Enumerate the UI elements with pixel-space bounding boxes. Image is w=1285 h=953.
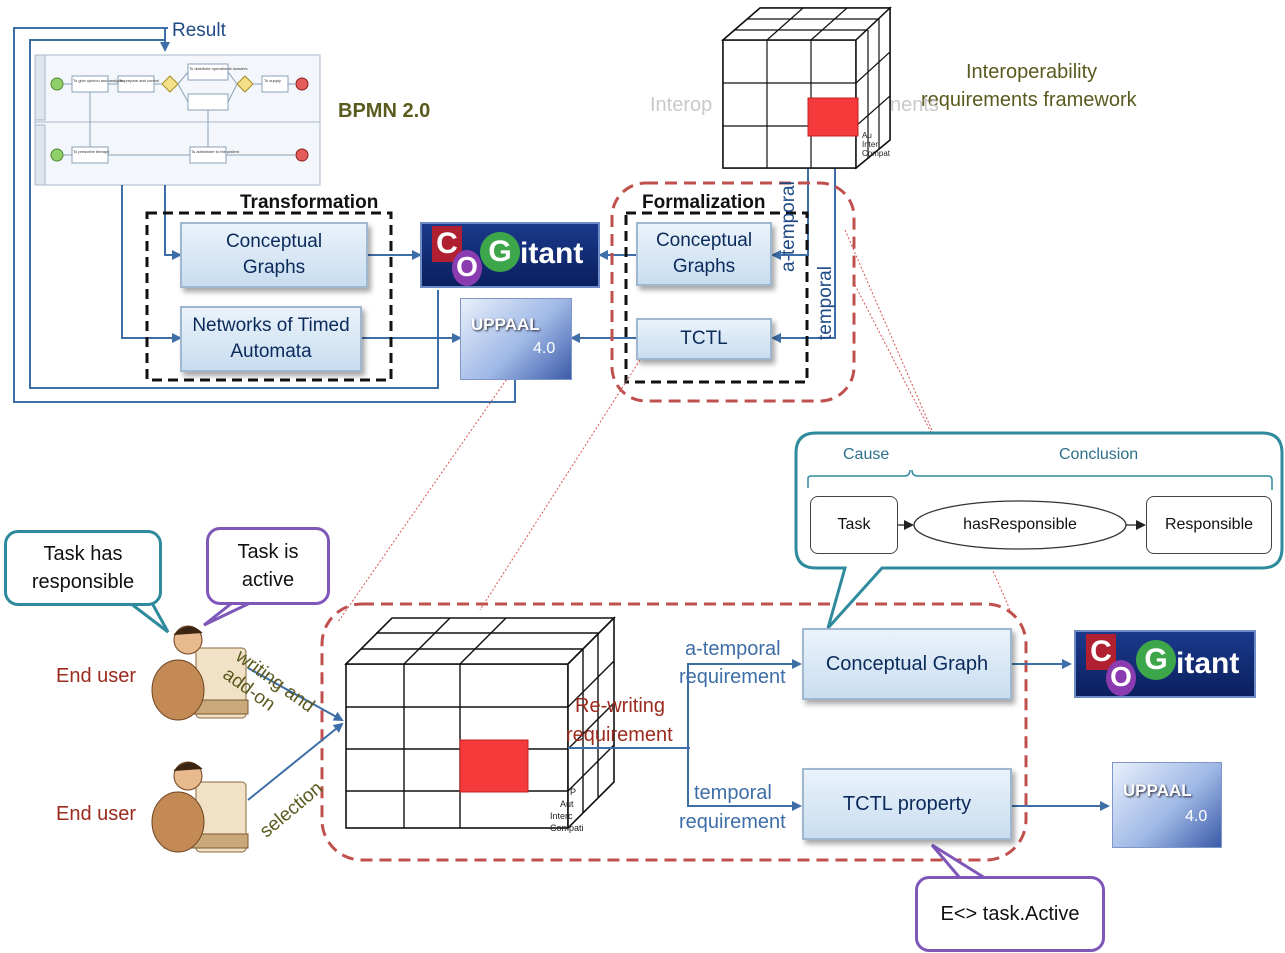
bottom-flow-arrows (247, 659, 1110, 811)
bottom-framework-cube (344, 616, 616, 830)
uppaal-version: 4.0 (533, 340, 556, 357)
top-cube-legend: Au Inter Compat (862, 131, 890, 158)
uppaal-name-bottom: UPPAAL (1123, 781, 1192, 800)
formalization-group (624, 211, 809, 384)
transformation-title: Transformation (240, 192, 379, 213)
uppaal-version-bottom: 4.0 (1185, 808, 1208, 825)
atemporal-label-2: requirement (679, 666, 786, 688)
end-user-figure-1 (151, 625, 249, 721)
bubble-tail-purple (203, 601, 251, 627)
rule-node-relation: hasResponsible (963, 516, 1077, 533)
atemporal-label-1: a-temporal (685, 638, 781, 660)
bottom-legend-2: Aut (560, 799, 574, 809)
cogitant-o-bottom: O (1106, 660, 1136, 696)
cogitant-text-bottom: itant (1176, 647, 1240, 680)
formalization-title: Formalization (642, 192, 766, 213)
cogitant-text: itant (520, 237, 584, 270)
bpmn-task-4: To supply (264, 78, 281, 83)
conceptual-graphs-box-left: Conceptual Graphs (180, 222, 368, 288)
top-cube-highlight (807, 97, 859, 137)
detail-region (320, 602, 1028, 862)
bubble-task-is-active: Task is active (206, 527, 330, 605)
framework-title-line1: Interoperability (966, 61, 1098, 83)
end-user-label-1: End user (56, 665, 137, 687)
bottom-legend-3: Interc (550, 811, 573, 821)
top-legend-3: Compat (862, 149, 891, 158)
rule-node-task: Task (810, 496, 898, 554)
bubble-tail-formula (930, 843, 986, 880)
bottom-legend-1: P (570, 787, 577, 797)
temporal-label-1: temporal (694, 782, 772, 804)
vertical-atemporal-label: a-temporal (778, 181, 799, 272)
cogitant-o: O (452, 250, 482, 286)
formalization-zoom-region (610, 181, 856, 403)
uppaal-logo-bottom: UPPAAL 4.0 (1112, 762, 1222, 848)
bottom-legend-4: Compati (550, 823, 584, 833)
bpmn-transform-arrows (121, 165, 836, 343)
rewriting-label-1: Re-writing (575, 695, 666, 717)
cogitant-logo-top: C O G itant (420, 222, 600, 288)
conceptual-graphs-box-right: Conceptual Graphs (636, 222, 772, 286)
bpmn-label: BPMN 2.0 (338, 100, 431, 122)
bubble-task-has-responsible: Task has responsible (4, 530, 162, 606)
bpmn-task-1: To give opinion and analyses (73, 78, 125, 83)
uppaal-name: UPPAAL (471, 315, 540, 334)
end-user-label-2: End user (56, 803, 137, 825)
cogitant-logo-bottom: C O G itant (1074, 630, 1256, 698)
temporal-label-2: requirement (679, 811, 786, 833)
uppaal-logo-top: UPPAAL 4.0 (460, 298, 572, 380)
bottom-cube-legend: P Aut Interc Compati (550, 786, 584, 834)
bottom-cube-grid (346, 617, 615, 828)
transformation-group (145, 211, 393, 382)
bpmn-task-5: To prescribe therapy (73, 149, 110, 154)
framework-title-line2: requirements framework (921, 89, 1137, 111)
bubble-tctl-formula: E<> task.Active (915, 876, 1105, 952)
end-user-figure-2 (151, 761, 249, 853)
tctl-property-box: TCTL property (802, 768, 1012, 840)
result-label: Result (172, 20, 226, 41)
rule-conclusion-label: Conclusion (1059, 446, 1139, 463)
top-legend-2: Inter (862, 140, 879, 149)
bpmn-task-2: To prepare and control (119, 78, 160, 83)
bpmn-diagram (34, 54, 321, 186)
bubble-tail-teal (129, 601, 170, 634)
cogitant-g: G (480, 232, 520, 272)
rewriting-label-2: requirement (566, 724, 673, 746)
networks-timed-automata-box: Networks of Timed Automata (180, 306, 362, 372)
top-legend-1: Au (862, 131, 872, 140)
conceptual-graph-box: Conceptual Graph (802, 628, 1012, 700)
bottom-cube-highlight (459, 739, 529, 793)
bpmn-task-3: To distribute operational dossiers (189, 66, 248, 71)
result-feedback-loops (13, 27, 516, 403)
framework-ghost-right: nents (890, 94, 939, 116)
framework-ghost-left: Interop (650, 94, 713, 116)
rule-node-responsible: Responsible (1146, 496, 1272, 554)
tctl-box: TCTL (636, 318, 772, 360)
rule-cause-label: Cause (843, 446, 890, 463)
bpmn-task-6: To administer to the patient (191, 149, 240, 154)
cogitant-g-bottom: G (1136, 640, 1176, 680)
vertical-temporal-label: temporal (815, 266, 836, 340)
